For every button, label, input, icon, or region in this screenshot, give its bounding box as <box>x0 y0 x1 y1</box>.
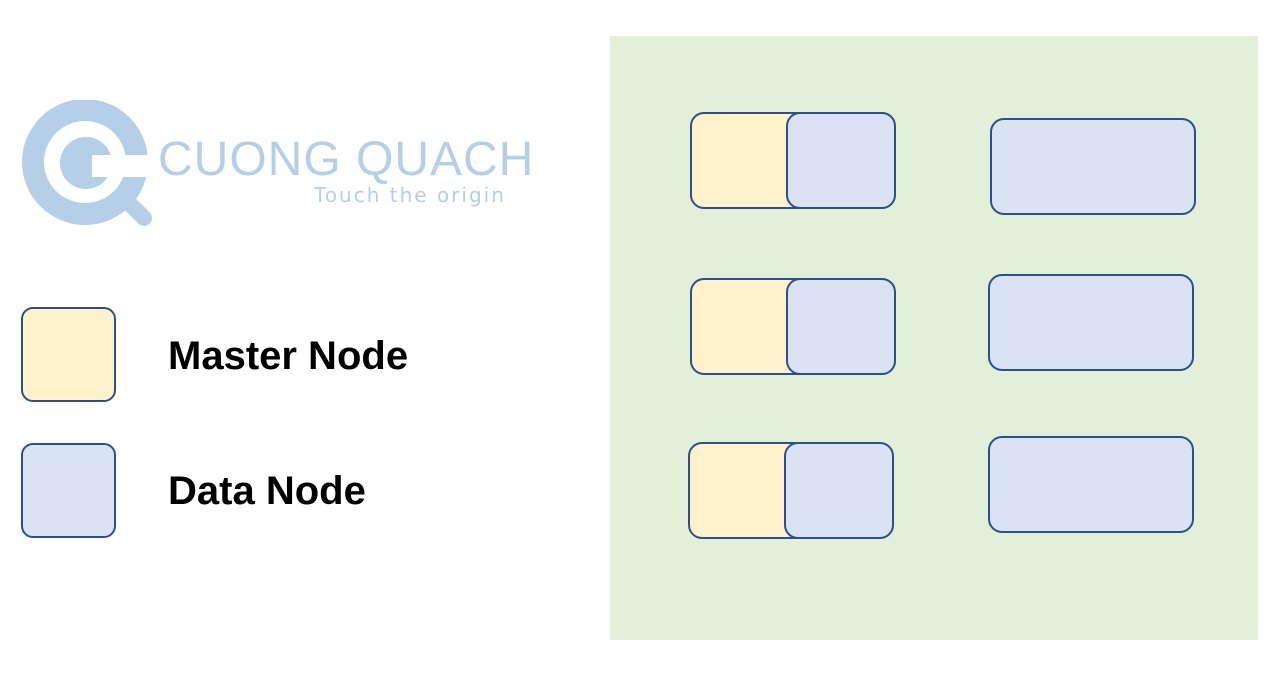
data-node <box>786 278 896 375</box>
logo-name: CUONG QUACH <box>158 133 535 186</box>
logo-tagline: Touch the origin <box>314 183 506 207</box>
magnifier-c-icon <box>22 100 156 226</box>
data-node <box>988 274 1194 371</box>
logo: CUONG QUACH Touch the origin <box>22 100 542 230</box>
data-node <box>786 112 896 209</box>
legend-swatch-master <box>21 307 116 402</box>
data-node <box>784 442 894 539</box>
legend-swatch-data <box>21 443 116 538</box>
legend-label-data: Data Node <box>168 469 366 513</box>
data-node <box>988 436 1194 533</box>
data-node <box>990 118 1196 215</box>
cluster-panel <box>610 36 1258 640</box>
legend-label-master: Master Node <box>168 334 409 378</box>
